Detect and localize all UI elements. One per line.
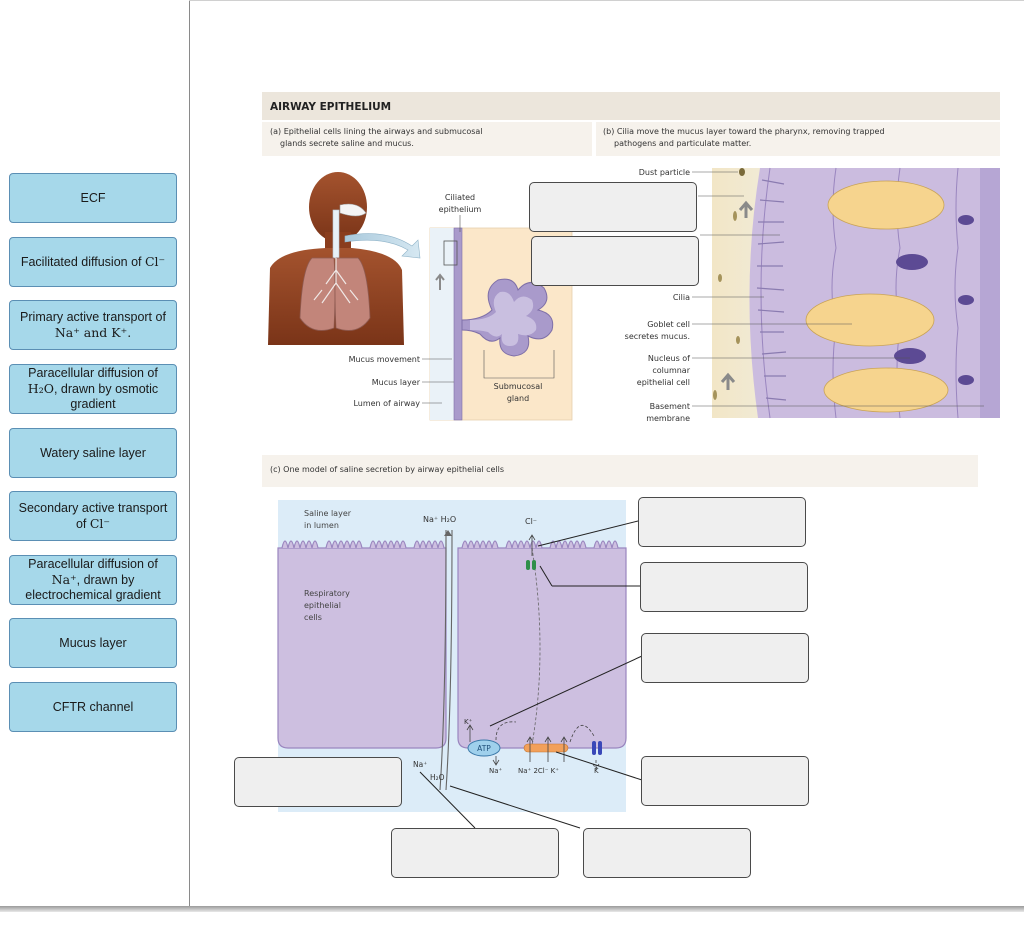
basement-membrane-label: Basement (650, 402, 690, 411)
label-cftr-channel[interactable]: CFTR channel (9, 682, 177, 732)
na-pump-label: Na⁺ (489, 767, 503, 775)
k-right-label: K (594, 767, 599, 775)
lumen-of-airway-label: Lumen of airway (353, 399, 420, 408)
goblet-cell-label-2: secretes mucus. (625, 332, 690, 341)
epithelium-closeup (712, 167, 1000, 419)
ciliated-epithelium-label: Ciliated (445, 193, 475, 202)
drop-target-leaders (419, 520, 643, 829)
drop-target-7[interactable] (641, 756, 809, 806)
k-left-label: K⁺ (464, 718, 473, 726)
bottom-edge (0, 906, 1024, 912)
saline-layer-label: Saline layer (304, 509, 352, 518)
na-bottom-label: Na⁺ (413, 760, 427, 769)
gland-lumen (470, 291, 537, 346)
na-h2o-top-label: Na⁺ H₂O (423, 515, 456, 524)
panel-b-caption-band (596, 122, 1000, 156)
panel-c-caption: (c) One model of saline secretion by air… (270, 465, 504, 474)
drop-target-1[interactable] (529, 182, 697, 232)
cotransport-label: Na⁺ 2Cl⁻ K⁺ (518, 767, 559, 775)
mucus-layer-label: Mucus layer (372, 378, 421, 387)
ciliated-epithelium-strip (453, 227, 463, 421)
panel-a-caption: (a) Epithelial cells lining the airways … (270, 127, 483, 136)
zoom-box (443, 240, 458, 266)
figure-title: AIRWAY EPITHELIUM (270, 101, 391, 113)
cilia-label: Cilia (673, 293, 690, 302)
respiratory-cells-label-3: cells (304, 613, 322, 622)
panel-a-caption-2: glands secrete saline and mucus. (280, 139, 414, 148)
cl-top-label: Cl⁻ (525, 517, 537, 526)
respiratory-cells-label-2: epithelial (304, 601, 341, 610)
ciliated-epithelium-label-2: epithelium (439, 205, 482, 214)
h2o-bottom-label: H₂O (430, 773, 445, 782)
mucus-movement-label: Mucus movement (349, 355, 420, 364)
airway-lumen-strip (430, 228, 454, 420)
respiratory-cells-label: Respiratory (304, 589, 350, 598)
nucleus-label: Nucleus of (648, 354, 690, 363)
atp-label: ATP (477, 744, 491, 753)
top-border (189, 0, 1024, 1)
goblet-cell-label: Goblet cell (647, 320, 690, 329)
submucosal-gland-label: Submucosal (494, 382, 543, 391)
panel-b-caption-2: pathogens and particulate matter. (614, 139, 751, 148)
panel-b-caption: (b) Cilia move the mucus layer toward th… (603, 127, 885, 136)
nucleus-label-2: columnar (652, 366, 690, 375)
drop-target-6[interactable] (234, 757, 402, 807)
drop-target-9[interactable] (583, 828, 751, 878)
drop-target-5[interactable] (641, 633, 809, 683)
label-mucus-layer[interactable]: Mucus layer (9, 618, 177, 668)
panel-a-caption-band (262, 122, 592, 156)
title-banner (262, 92, 1000, 120)
submucosal-gland-label-2: gland (507, 394, 529, 403)
mucus-movement-arrow-a (435, 273, 445, 290)
label-watery-saline-layer[interactable]: Watery saline layer (9, 428, 177, 478)
human-torso-illustration (268, 172, 404, 345)
dust-particle-label: Dust particle (639, 168, 690, 177)
saline-layer-label-2: in lumen (304, 521, 339, 530)
drop-target-3[interactable] (638, 497, 806, 547)
nucleus-label-3: epithelial cell (637, 378, 690, 387)
label-bank: ECF Facilitated diffusion of Cl⁻ Primary… (0, 0, 190, 908)
drop-target-4[interactable] (640, 562, 808, 612)
label-facilitated-diffusion-cl[interactable]: Facilitated diffusion of Cl⁻ (9, 237, 177, 287)
label-ecf[interactable]: ECF (9, 173, 177, 223)
zoom-arrow-1 (344, 233, 421, 259)
panel-c-caption-band (262, 455, 978, 487)
drop-target-8[interactable] (391, 828, 559, 878)
drop-target-2[interactable] (531, 236, 699, 286)
basement-membrane-label-2: membrane (646, 414, 690, 423)
saline-secretion-model (277, 500, 627, 812)
